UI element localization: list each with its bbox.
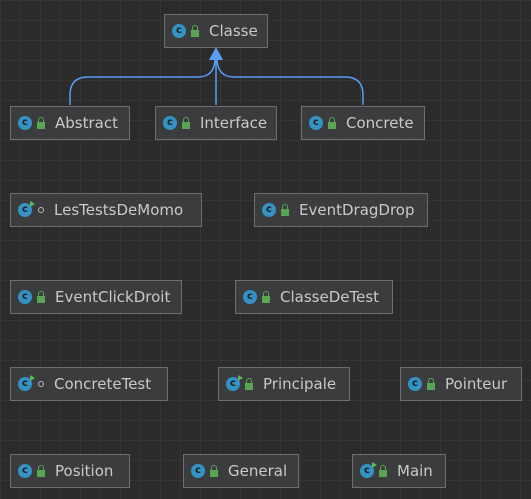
class-icon: c [18,290,32,304]
class-node-classedetest[interactable]: c ClasseDeTest [235,280,393,314]
lock-icon [37,116,45,129]
class-node-lestestsdemomo[interactable]: c LesTestsDeMomo [10,193,202,227]
class-label: Interface [200,114,268,132]
class-label: Main [397,462,433,480]
class-label: Concrete [346,114,414,132]
class-label: Abstract [55,114,118,132]
lock-icon [37,290,45,303]
class-node-principale[interactable]: c Principale [218,367,350,401]
class-node-eventclickdroit[interactable]: c EventClickDroit [10,280,182,314]
lock-icon [262,290,270,303]
edge-concrete-to-classe [216,59,364,105]
runnable-class-icon: c [18,201,35,217]
class-icon: c [172,24,186,38]
lock-icon [379,464,387,477]
class-label: EventDragDrop [299,201,415,219]
class-node-abstract[interactable]: c Abstract [10,106,130,140]
runnable-class-icon: c [360,462,377,478]
class-label: EventClickDroit [55,288,171,306]
runnable-class-icon: c [226,375,243,391]
class-icon: c [243,290,257,304]
lock-icon [427,377,435,390]
class-node-classe[interactable]: c Classe [164,14,268,48]
runnable-class-icon: c [18,375,35,391]
inheritance-arrowhead [209,47,223,60]
class-icon: c [408,377,422,391]
class-node-concretetest[interactable]: c ConcreteTest [10,367,168,401]
class-label: Classe [209,22,258,40]
class-icon: c [18,116,32,130]
class-icon: c [309,116,323,130]
class-label: LesTestsDeMomo [54,201,184,219]
class-node-general[interactable]: c General [183,454,299,488]
class-icon: c [262,203,276,217]
class-icon: c [18,464,32,478]
class-label: General [228,462,288,480]
class-node-eventdragdrop[interactable]: c EventDragDrop [254,193,428,227]
class-node-main[interactable]: c Main [352,454,446,488]
class-label: ClasseDeTest [280,288,380,306]
class-node-position[interactable]: c Position [10,454,130,488]
class-label: ConcreteTest [54,375,152,393]
package-private-icon [38,207,44,213]
class-icon: c [163,116,177,130]
class-label: Pointeur [445,375,508,393]
class-label: Position [55,462,114,480]
package-private-icon [38,381,44,387]
lock-icon [182,116,190,129]
lock-icon [328,116,336,129]
class-label: Principale [263,375,337,393]
class-icon: c [191,464,205,478]
edge-abstract-to-classe [69,59,216,105]
lock-icon [210,464,218,477]
class-node-interface[interactable]: c Interface [155,106,277,140]
lock-icon [245,377,253,390]
lock-icon [191,24,199,37]
class-node-concrete[interactable]: c Concrete [301,106,425,140]
lock-icon [281,203,289,216]
lock-icon [37,464,45,477]
class-node-pointeur[interactable]: c Pointeur [400,367,522,401]
